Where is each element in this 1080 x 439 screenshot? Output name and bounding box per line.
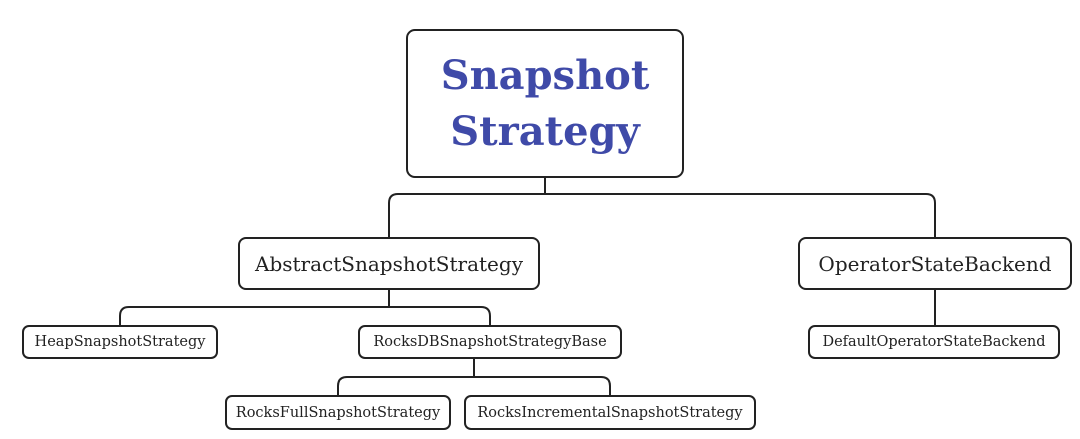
node-label: RocksDBSnapshotStrategyBase bbox=[373, 334, 607, 350]
node-rocks-incremental-snapshot-strategy[interactable]: RocksIncrementalSnapshotStrategy bbox=[464, 395, 756, 430]
node-label: DefaultOperatorStateBackend bbox=[822, 334, 1046, 350]
connector-root-to-abstract bbox=[388, 193, 545, 237]
node-label: RocksIncrementalSnapshotStrategy bbox=[477, 404, 743, 421]
node-label: HeapSnapshotStrategy bbox=[34, 334, 206, 350]
node-rocks-full-snapshot-strategy[interactable]: RocksFullSnapshotStrategy bbox=[225, 395, 451, 430]
root-node-label: Snapshot Strategy bbox=[440, 51, 650, 155]
connector-abstract-to-heap bbox=[119, 290, 390, 325]
connector-rocksdb-to-full bbox=[337, 359, 475, 395]
node-label: RocksFullSnapshotStrategy bbox=[235, 404, 441, 421]
node-operator-state-backend[interactable]: OperatorStateBackend bbox=[798, 237, 1072, 290]
node-label: AbstractSnapshotStrategy bbox=[255, 251, 523, 276]
node-heap-snapshot-strategy[interactable]: HeapSnapshotStrategy bbox=[22, 325, 218, 359]
root-node-snapshot-strategy[interactable]: Snapshot Strategy bbox=[406, 29, 684, 178]
connector-rocksdb-to-incremental bbox=[474, 376, 611, 395]
connector-abstract-to-rocksdb bbox=[389, 306, 491, 325]
node-abstract-snapshot-strategy[interactable]: AbstractSnapshotStrategy bbox=[238, 237, 540, 290]
node-default-operator-state-backend[interactable]: DefaultOperatorStateBackend bbox=[808, 325, 1060, 359]
node-label: OperatorStateBackend bbox=[818, 251, 1052, 276]
connector-root-to-operator bbox=[545, 193, 936, 237]
node-rocksdb-snapshot-strategy-base[interactable]: RocksDBSnapshotStrategyBase bbox=[358, 325, 622, 359]
